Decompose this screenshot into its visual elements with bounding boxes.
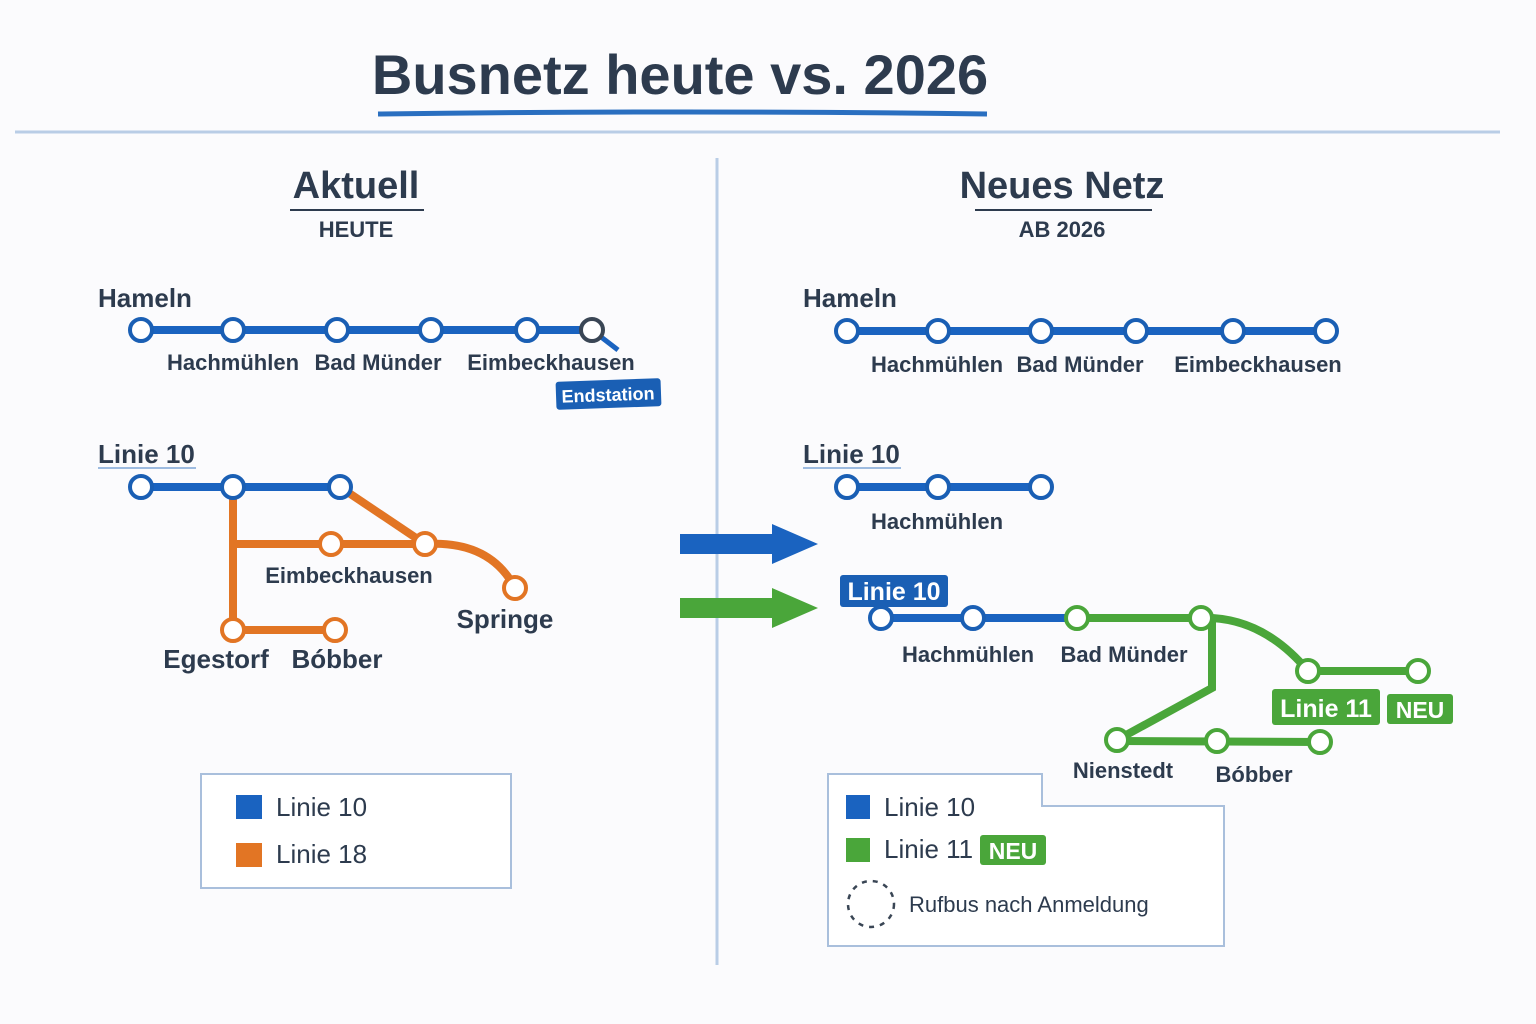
legend-label: Linie 10 bbox=[276, 792, 367, 822]
terminal-station-marker bbox=[579, 317, 605, 343]
linie11-badge-text: Linie 11 bbox=[1280, 695, 1372, 723]
station-marker bbox=[834, 474, 860, 500]
station-marker bbox=[1204, 728, 1230, 754]
station-label: Egestorf bbox=[163, 644, 269, 674]
station-label: Bad Münder bbox=[1060, 642, 1188, 667]
legend-swatch-linie18 bbox=[236, 843, 262, 867]
station-label: Bóbber bbox=[1216, 762, 1293, 787]
station-marker bbox=[1028, 474, 1054, 500]
station-marker bbox=[1313, 318, 1339, 344]
station-label: Hachmühlen bbox=[871, 509, 1003, 534]
station-label: Hachmühlen bbox=[902, 642, 1034, 667]
station-marker bbox=[925, 474, 951, 500]
station-marker bbox=[322, 617, 348, 643]
linie18-line bbox=[424, 539, 519, 590]
station-marker bbox=[834, 318, 860, 344]
station-marker bbox=[1028, 318, 1054, 344]
station-marker bbox=[327, 474, 353, 500]
left-route-hameln: Hameln Hachmühlen Bad Münder Eimbeckhaus… bbox=[98, 283, 662, 410]
route-label: Linie 10 bbox=[98, 439, 195, 469]
route-label: Hameln bbox=[803, 283, 897, 313]
station-marker bbox=[868, 605, 894, 631]
station-label: Bad Münder bbox=[314, 350, 442, 375]
legend-label: Linie 11 bbox=[884, 834, 973, 864]
station-label: Eimbeckhausen bbox=[1174, 352, 1342, 377]
linie10-badge: Linie 10 bbox=[840, 575, 948, 607]
station-marker bbox=[1220, 318, 1246, 344]
right-route-linie11: Linie 10 Hachmühlen Bad Münder Nienstedt… bbox=[840, 575, 1453, 787]
left-route-linie10: Linie 10 Eimbeckhausen Springe Egestorf … bbox=[98, 439, 553, 674]
linie10-badge-text: Linie 10 bbox=[847, 578, 940, 606]
station-marker bbox=[412, 531, 438, 557]
page-title: Busnetz heute vs. 2026 bbox=[372, 43, 988, 106]
left-subheading: HEUTE bbox=[319, 217, 394, 242]
station-label: Hachmühlen bbox=[167, 350, 299, 375]
linie18-line bbox=[337, 483, 428, 548]
arrow-right-icon-blue bbox=[680, 524, 818, 564]
station-marker bbox=[220, 617, 246, 643]
legend-label: Rufbus nach Anmeldung bbox=[909, 892, 1149, 917]
endstation-text: Endstation bbox=[561, 383, 655, 406]
station-label: Hachmühlen bbox=[871, 352, 1003, 377]
new-badge: NEU bbox=[1387, 694, 1453, 724]
station-marker bbox=[220, 317, 246, 343]
station-marker bbox=[960, 605, 986, 631]
station-marker bbox=[1307, 729, 1333, 755]
linie11-badge: Linie 11 bbox=[1272, 689, 1380, 725]
station-marker bbox=[1295, 658, 1321, 684]
right-route-hameln: Hameln Hachmühlen Bad Münder Eimbeckhaus… bbox=[803, 283, 1342, 377]
endstation-badge: Endstation bbox=[555, 378, 662, 410]
station-marker bbox=[324, 317, 350, 343]
station-marker bbox=[1104, 727, 1130, 753]
legend-swatch-linie11 bbox=[846, 838, 870, 862]
station-label: Nienstedt bbox=[1073, 758, 1174, 783]
right-subheading: AB 2026 bbox=[1019, 217, 1106, 242]
station-marker bbox=[925, 318, 951, 344]
station-label: Eimbeckhausen bbox=[265, 563, 433, 588]
station-marker bbox=[1188, 605, 1214, 631]
station-label: Bóbber bbox=[292, 644, 383, 674]
right-legend: Linie 10 Linie 11 NEU Rufbus nach Anmeld… bbox=[827, 773, 1225, 947]
station-marker bbox=[514, 317, 540, 343]
legend-swatch-linie10 bbox=[236, 795, 262, 819]
station-marker bbox=[1123, 318, 1149, 344]
dashed-circle-icon bbox=[846, 879, 896, 929]
linie11-line bbox=[1115, 618, 1216, 744]
right-heading: Neues Netz bbox=[960, 165, 1165, 207]
legend-label: Linie 18 bbox=[276, 839, 367, 869]
station-marker bbox=[128, 317, 154, 343]
station-marker bbox=[1064, 605, 1090, 631]
station-marker bbox=[502, 575, 528, 601]
left-legend: Linie 10 Linie 18 bbox=[200, 773, 512, 889]
station-marker bbox=[128, 474, 154, 500]
station-marker bbox=[318, 531, 344, 557]
legend-new-badge bbox=[980, 835, 1046, 865]
legend-swatch-linie10 bbox=[846, 795, 870, 819]
route-label: Linie 10 bbox=[803, 439, 900, 469]
station-label: Bad Münder bbox=[1016, 352, 1144, 377]
station-marker bbox=[418, 317, 444, 343]
new-badge-text: NEU bbox=[1396, 697, 1445, 723]
station-label: Springe bbox=[457, 604, 554, 634]
station-marker bbox=[1405, 658, 1431, 684]
left-heading: Aktuell bbox=[293, 165, 420, 207]
station-label: Eimbeckhausen bbox=[467, 350, 635, 375]
route-label: Hameln bbox=[98, 283, 192, 313]
right-route-linie10: Linie 10 Hachmühlen bbox=[803, 439, 1054, 534]
legend-label: Linie 10 bbox=[884, 792, 975, 822]
station-marker bbox=[220, 474, 246, 500]
linie11-line bbox=[1200, 613, 1312, 674]
title-underline bbox=[377, 109, 988, 117]
arrow-right-icon-green bbox=[680, 588, 818, 628]
legend-new-badge-text: NEU bbox=[989, 838, 1038, 864]
